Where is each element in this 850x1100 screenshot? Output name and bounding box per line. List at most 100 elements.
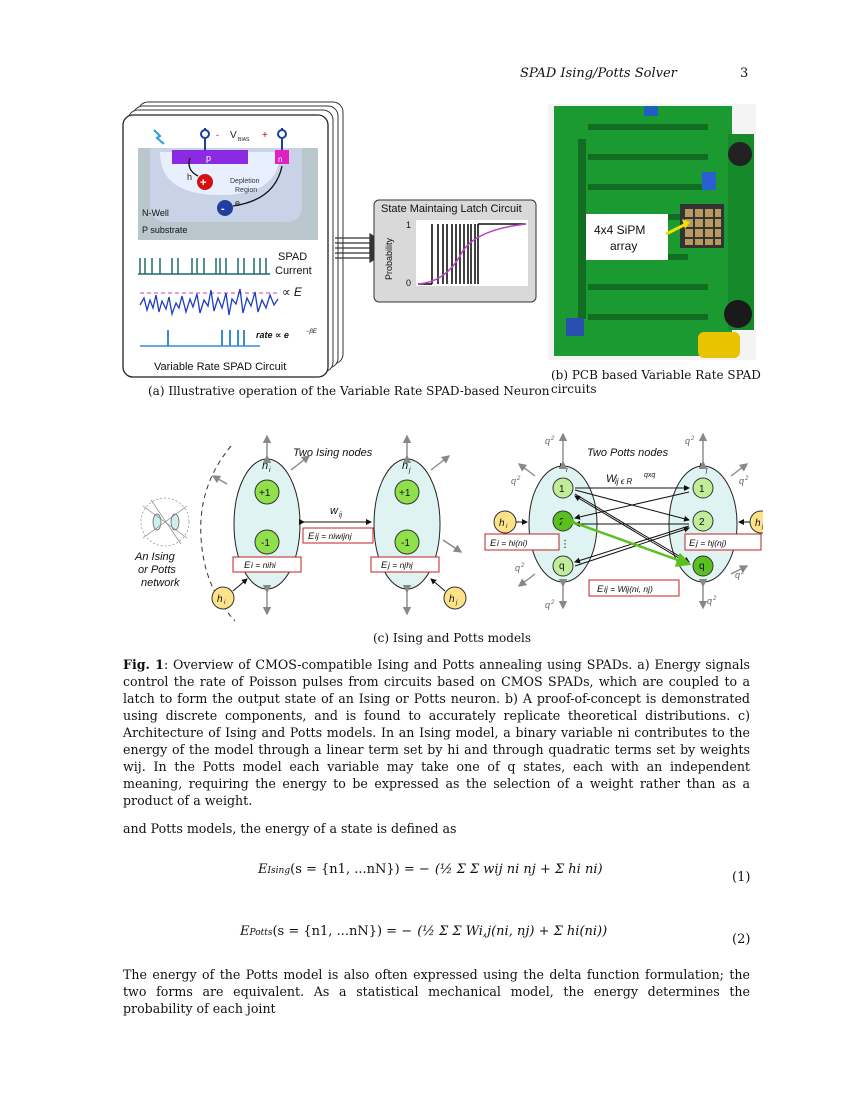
prob-one-tick: 1 [406,220,411,230]
photon-icon [153,129,165,145]
electron-label: e [235,198,240,208]
ej-label: j = njhj [387,560,414,570]
electron-carrier [217,200,233,216]
propto-e-label: ∝ E [282,285,303,299]
svg-text:i: i [224,600,226,606]
eij-box [302,527,374,544]
rate-pulses [140,330,260,347]
svg-text:2: 2 [520,563,525,569]
sipm-pointer [665,222,687,236]
potts-ej-label: j = hj(nj) [695,538,727,548]
bnc-connector-bottom [724,300,752,328]
depletion-label-1: Depletion [230,178,260,185]
equation-2: EPotts(s = {n1, ...nN}) = − (½ Σ Σ Wi,j(… [240,924,608,939]
energy-signal [139,288,279,317]
svg-text:E: E [597,584,604,595]
svg-text:h: h [449,594,455,605]
svg-text:n: n [699,460,705,472]
ising-j-minus1 [394,529,420,555]
ising-io-arrows [211,434,463,616]
svg-text:j: j [408,467,411,474]
hole-label: h [187,172,192,182]
equation-1: EIsing(s = {n1, ...nN}) = − (½ Σ Σ wij n… [258,862,603,877]
ising-j-plus1 [394,479,420,505]
hole-arrow [188,157,199,177]
svg-text:i: i [506,524,508,530]
figure-label: Fig. 1 [123,657,164,672]
svg-text:h: h [755,518,761,529]
ising-hj [443,586,467,610]
svg-text:j: j [761,524,763,530]
svg-text:2: 2 [516,476,521,482]
svg-text:+: + [200,177,206,189]
running-title: SPAD Ising/Potts Solver [520,66,677,81]
p-plus-label: p [206,153,211,163]
svg-text:j: j [705,467,708,474]
cathode-terminal [277,129,287,139]
pcb-photo: 4x4 SiPM array [548,104,756,360]
svg-text:q: q [735,570,740,580]
potts-io-arrows [517,432,749,610]
wij-label: w [330,505,339,517]
ei-box [232,556,302,573]
eij-label: ij = niwijnj [315,531,353,541]
anode-terminal [200,129,210,139]
probability-axis-label: Probability [384,237,394,280]
figure-caption-text: : Overview of CMOS-compatible Ising and … [123,657,750,808]
svg-text:-: - [221,203,225,215]
svg-text:-1: -1 [401,538,410,549]
wq-label: W [606,473,618,485]
bnc-connector-top [728,142,752,166]
panel-a-figure: p n - V BIAS + + h - e Depletion Region … [122,101,537,378]
svg-text:E: E [308,531,315,542]
svg-text:j: j [455,600,458,606]
page-number: 3 [740,66,749,81]
potts-ei-label: i = hi(ni) [497,538,528,548]
minus-sign: - [216,130,219,140]
svg-text:i: i [269,467,271,474]
svg-text:-1: -1 [261,538,270,549]
caption-a: (a) Illustrative operation of the Variab… [148,384,550,398]
latch-title: State Maintaing Latch Circuit [381,203,522,215]
svg-text:q: q [707,596,712,606]
svg-text:i: i [566,467,568,474]
n-plus-label: n [278,155,282,164]
hole-carrier [197,174,213,190]
ising-nj-label: n [402,460,408,472]
ising-hi [211,586,235,610]
svg-text:2: 2 [744,476,749,482]
q2-labels: q 2 q 2 q 2 q 2 q 2 q 2 q 2 q 2 [511,436,749,610]
nwell-label: N-Well [142,208,169,218]
p-plus-contact [172,150,248,164]
svg-text:E: E [490,538,497,549]
svg-text:ij: ij [339,512,343,519]
potts-eij-box [588,579,680,597]
equation-2-number: (2) [732,932,751,947]
svg-text:h: h [217,594,223,605]
figure-caption: Fig. 1: Overview of CMOS-compatible Isin… [123,656,750,809]
svg-text:q: q [545,600,550,610]
spad-label-2: Current [275,265,312,277]
svg-text:+1: +1 [399,488,411,499]
svg-text:E: E [381,560,388,571]
svg-text:2: 2 [550,600,555,606]
network-icon [140,497,190,547]
sipm-cells [685,209,721,245]
potts-ei-box [484,533,560,551]
sipm-label-2: array [610,239,637,253]
sipm-label-box [586,214,668,260]
network-label-2: or Potts [138,564,176,576]
svg-text:2: 2 [550,436,555,442]
potts-hi [493,510,517,534]
svg-text:h: h [499,518,505,529]
ising-ni-label: n [262,460,268,472]
caption-b: (b) PCB based Variable Rate SPAD circuit… [551,368,761,396]
ej-box [370,556,440,573]
svg-text:n: n [559,460,565,472]
potts-eij-label: ij = Wij(ni, nj) [604,584,653,594]
svg-text:+1: +1 [259,488,271,499]
body-paragraph: The energy of the Potts model is also of… [123,967,750,1016]
spad-label-1: SPAD [278,251,307,263]
latch-plot-area [416,220,528,286]
equation-1-number: (1) [732,870,751,885]
